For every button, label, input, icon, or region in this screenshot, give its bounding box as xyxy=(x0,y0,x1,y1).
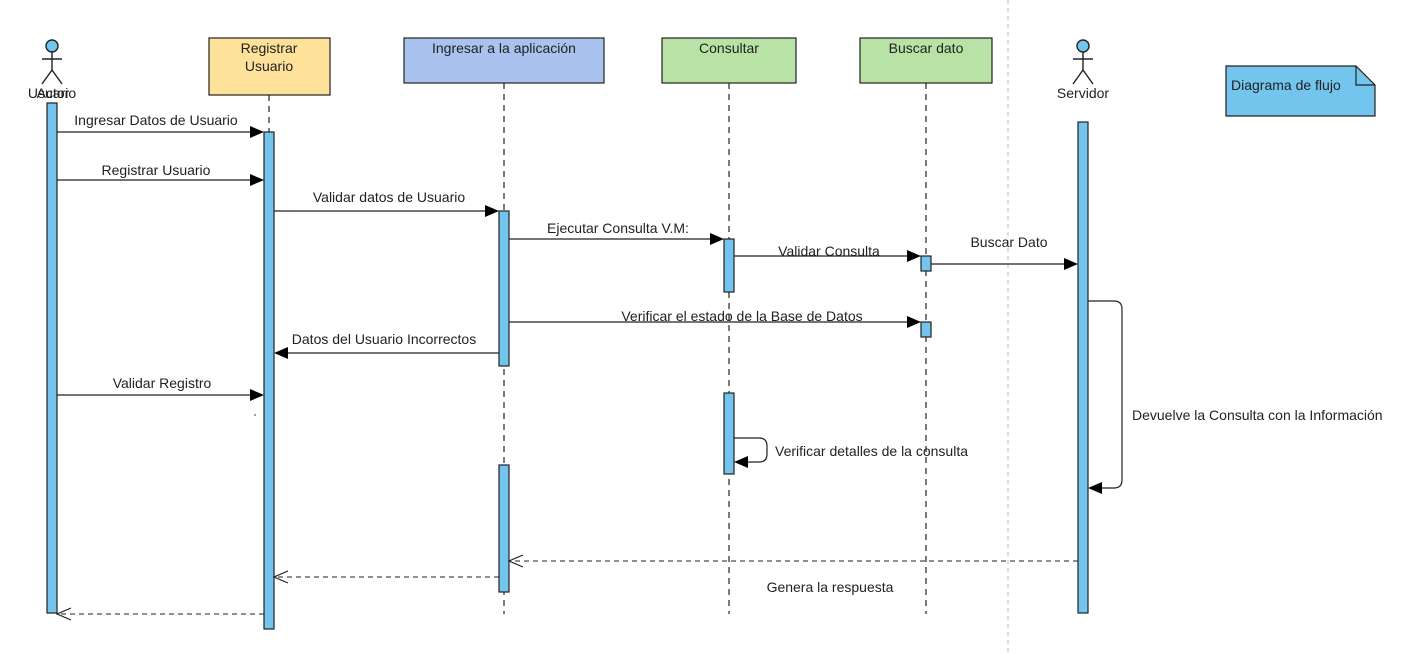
arrowhead xyxy=(907,250,921,262)
participant-ingresar-aplicacion[interactable]: Ingresar a la aplicación xyxy=(403,37,605,84)
message-registrar-usuario[interactable]: Registrar Usuario xyxy=(57,162,264,186)
activation-buscar-1 xyxy=(920,255,932,272)
return-servidor-to-ingresar[interactable] xyxy=(507,554,1078,568)
participant-registrar-usuario[interactable]: Registrar Usuario xyxy=(208,37,331,96)
actor-servidor-head xyxy=(1076,39,1090,53)
arrowhead xyxy=(55,607,72,621)
message-datos-incorrectos[interactable]: Datos del Usuario Incorrectos xyxy=(274,331,499,359)
message-validar-datos[interactable]: Validar datos de Usuario xyxy=(274,189,499,217)
participant-consultar-label: Consultar xyxy=(699,40,759,56)
message-ejecutar-consulta[interactable]: Ejecutar Consulta V.M: xyxy=(509,220,724,245)
note-fold xyxy=(1355,66,1375,86)
note-label: Diagrama de flujo xyxy=(1231,77,1341,93)
arrowhead xyxy=(1088,482,1102,494)
actor-usuario[interactable]: Usuario Actor xyxy=(28,39,76,101)
message-label-ingresar-datos: Ingresar Datos de Usuario xyxy=(74,112,238,128)
arrowhead xyxy=(250,389,264,401)
stray-dot xyxy=(254,414,256,416)
actor-usuario-head xyxy=(45,39,59,53)
note-shape xyxy=(1225,65,1376,117)
label-genera-respuesta: Genera la respuesta xyxy=(767,579,894,595)
activation-registrar xyxy=(263,131,275,630)
return-ingresar-to-registrar[interactable] xyxy=(272,570,499,584)
message-ingresar-datos[interactable]: Ingresar Datos de Usuario xyxy=(57,112,264,138)
message-label-validar-consulta: Validar Consulta xyxy=(778,243,880,259)
message-buscar-dato[interactable]: Buscar Dato xyxy=(931,234,1078,270)
activation-consultar-2 xyxy=(723,392,735,475)
participant-buscar-label: Buscar dato xyxy=(889,40,964,56)
activation-buscar-2 xyxy=(920,321,932,338)
message-label-validar-registro: Validar Registro xyxy=(113,375,212,391)
message-verificar-estado[interactable]: Verificar el estado de la Base de Datos xyxy=(509,308,921,328)
participant-buscar-box xyxy=(859,37,993,84)
message-label-verificar-estado: Verificar el estado de la Base de Datos xyxy=(621,308,862,324)
message-label-devuelve-consulta: Devuelve la Consulta con la Información xyxy=(1132,407,1383,423)
actor-usuario-label-overlap: Actor xyxy=(37,85,70,101)
participant-ingresar-label: Ingresar a la aplicación xyxy=(432,40,576,56)
message-label-buscar-dato: Buscar Dato xyxy=(970,234,1047,250)
arrowhead xyxy=(734,456,748,468)
message-validar-consulta[interactable]: Validar Consulta xyxy=(734,243,921,262)
message-label-verificar-detalles: Verificar detalles de la consulta xyxy=(775,443,968,459)
participant-registrar-label-1: Registrar xyxy=(241,40,298,56)
message-verificar-detalles[interactable]: Verificar detalles de la consulta xyxy=(734,437,968,468)
activation-consultar-1 xyxy=(723,238,735,293)
message-label-validar-datos: Validar datos de Usuario xyxy=(313,189,465,205)
actor-usuario-label: Usuario xyxy=(28,85,76,101)
activation-servidor xyxy=(1077,121,1089,614)
activation-usuario xyxy=(46,102,58,614)
message-label-datos-incorrectos: Datos del Usuario Incorrectos xyxy=(292,331,476,347)
activation-ingresar-1 xyxy=(498,210,510,367)
arrowhead xyxy=(485,205,499,217)
participant-consultar[interactable]: Consultar xyxy=(661,37,797,84)
participant-buscar-dato[interactable]: Buscar dato xyxy=(859,37,993,84)
actor-servidor-label: Servidor xyxy=(1057,85,1109,101)
arrowhead xyxy=(250,174,264,186)
participant-registrar-label-2: Usuario xyxy=(245,58,293,74)
message-devuelve-consulta[interactable]: Devuelve la Consulta con la Información xyxy=(1088,300,1383,494)
message-label-ejecutar-consulta: Ejecutar Consulta V.M: xyxy=(547,220,689,236)
arrowhead xyxy=(274,347,288,359)
activation-ingresar-2 xyxy=(498,464,510,593)
participant-registrar-box xyxy=(208,37,331,96)
note-diagrama-de-flujo[interactable]: Diagrama de flujo xyxy=(1225,65,1376,117)
message-label-registrar-usuario: Registrar Usuario xyxy=(102,162,211,178)
arrowhead xyxy=(250,126,264,138)
arrowhead xyxy=(907,316,921,328)
arrowhead xyxy=(272,570,289,584)
message-validar-registro[interactable]: Validar Registro xyxy=(57,375,264,401)
return-registrar-to-usuario[interactable] xyxy=(55,607,264,621)
arrowhead xyxy=(1064,258,1078,270)
participant-consultar-box xyxy=(661,37,797,84)
actor-servidor[interactable]: Servidor xyxy=(1057,39,1109,101)
arrowhead xyxy=(710,233,724,245)
participant-ingresar-box xyxy=(403,37,605,84)
arrowhead xyxy=(507,554,524,568)
